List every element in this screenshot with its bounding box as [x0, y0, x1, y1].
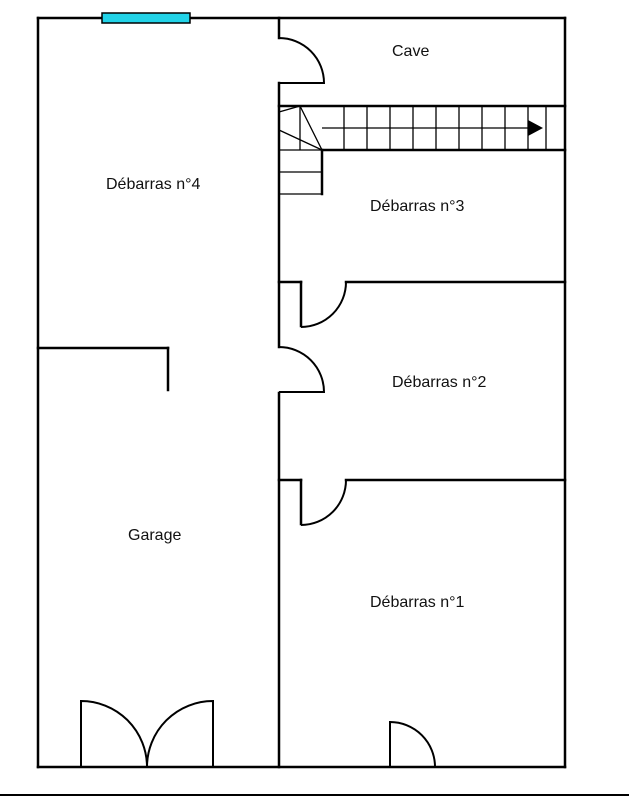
door-debarras3 — [300, 281, 347, 328]
door-garage-right — [146, 699, 214, 768]
window — [101, 12, 191, 24]
room-label-cave: Cave — [392, 43, 429, 60]
outer-walls — [36, 16, 567, 769]
room-label-debarras4: Débarras n°4 — [106, 176, 201, 193]
garage-partition — [36, 346, 170, 392]
right-partitions — [277, 104, 567, 526]
door-debarras2 — [278, 346, 326, 393]
door-exterior-right — [389, 720, 436, 768]
room-label-garage: Garage — [128, 527, 181, 544]
doors — [80, 37, 436, 768]
door-debarras1 — [300, 479, 347, 526]
room-label-debarras3: Débarras n°3 — [370, 198, 465, 215]
stair-direction-arrow-icon — [528, 120, 543, 136]
door-cave — [278, 37, 326, 84]
room-label-debarras1: Débarras n°1 — [370, 594, 465, 611]
room-label-debarras2: Débarras n°2 — [392, 374, 487, 391]
door-garage-left — [80, 699, 148, 768]
staircase — [278, 105, 547, 196]
